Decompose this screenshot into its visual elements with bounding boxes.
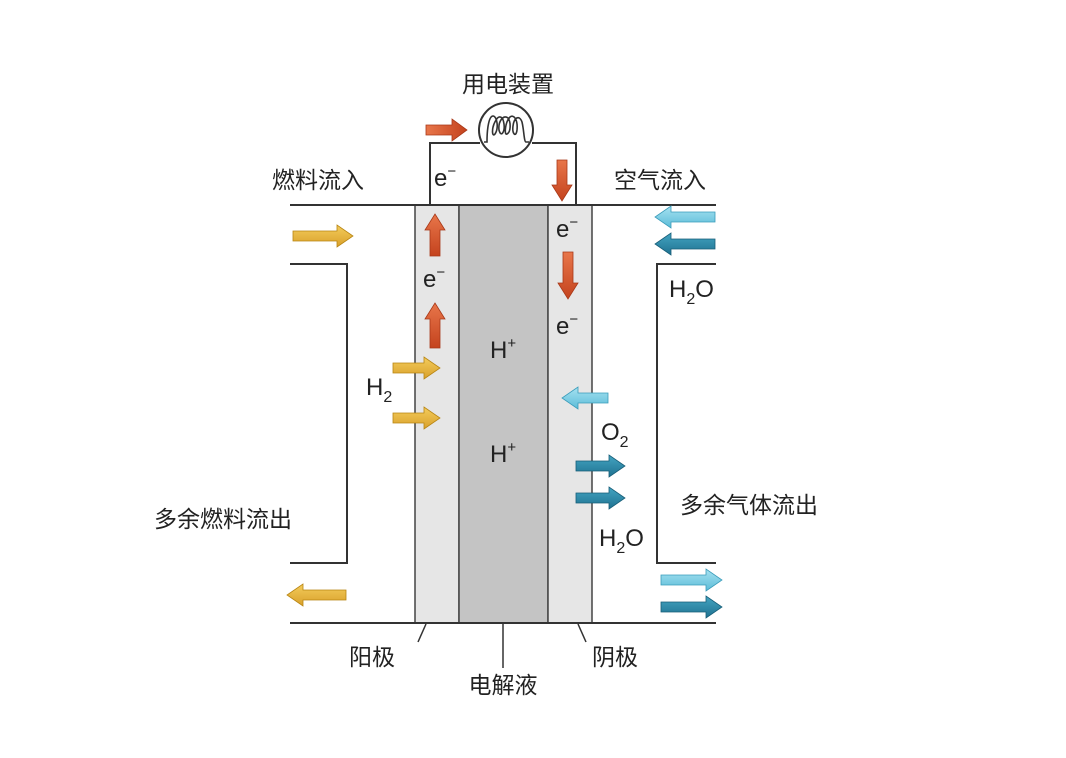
fuel-out-arrow <box>286 583 347 607</box>
proton-label-top: H+ <box>490 335 516 364</box>
external-circuit-wire-right <box>532 142 577 205</box>
electrolyte-region <box>458 204 549 624</box>
air-in-label: 空气流入 <box>614 168 706 194</box>
external-circuit-wire <box>429 142 480 205</box>
excess-fuel-out-label: 多余燃料流出 <box>154 507 292 533</box>
water-label-bottom: H2O <box>599 525 644 557</box>
o2-label: O2 <box>601 419 629 451</box>
gas-out-arrow-dark <box>660 595 723 619</box>
electrolyte-label: 电解液 <box>469 673 538 699</box>
proton-label-bottom: H+ <box>490 439 516 468</box>
fuel-in-label: 燃料流入 <box>272 168 364 194</box>
water-in-arrow-dark <box>654 232 716 256</box>
water-arrow-out-top <box>575 454 626 478</box>
h2-arrow-bottom <box>392 406 441 430</box>
load-device-icon <box>478 102 534 158</box>
electron-label-anode: e− <box>423 264 445 293</box>
h2-label: H2 <box>366 374 392 406</box>
electron-label-cathode-bottom: e− <box>556 311 578 340</box>
electron-arrow-wire-down <box>551 159 573 202</box>
electron-label-cathode-top: e− <box>556 214 578 243</box>
air-in-arrow-light <box>654 205 716 229</box>
anode-label: 阳极 <box>349 645 395 671</box>
water-label-top: H2O <box>669 276 714 308</box>
electron-arrow-anode-bottom <box>424 302 446 349</box>
anode-leader <box>417 623 427 643</box>
electron-arrow-cathode-down <box>557 251 579 300</box>
device-label: 用电装置 <box>462 72 554 98</box>
o2-arrow-into-cathode <box>561 386 609 410</box>
electron-arrow-wire <box>425 118 468 142</box>
water-arrow-out-bottom <box>575 486 626 510</box>
gas-out-arrow-light <box>660 568 723 592</box>
h2-arrow-top <box>392 356 441 380</box>
excess-gas-out-label: 多余气体流出 <box>680 493 818 519</box>
cathode-leader <box>577 623 587 643</box>
air-channel-wall <box>656 263 716 564</box>
fuel-channel-wall <box>290 263 348 564</box>
electron-arrow-anode-top <box>424 213 446 257</box>
fuel-in-arrow <box>292 224 354 248</box>
cathode-label: 阴极 <box>592 645 638 671</box>
electron-label-wire: e− <box>434 163 456 192</box>
